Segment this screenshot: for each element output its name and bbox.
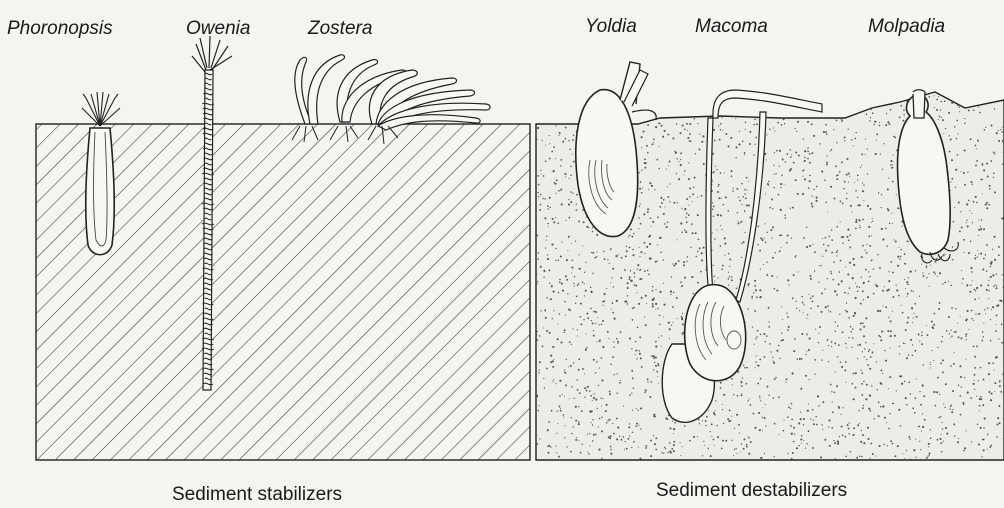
sediment-destabilizers-caption: Sediment destabilizers bbox=[656, 480, 847, 502]
phoronopsis-label: Phoronopsis bbox=[7, 18, 113, 40]
yoldia-label: Yoldia bbox=[585, 16, 637, 38]
macoma-label: Macoma bbox=[695, 16, 768, 38]
owenia-label: Owenia bbox=[186, 18, 250, 40]
sediment-stabilizers-caption: Sediment stabilizers bbox=[172, 484, 342, 506]
zostera-label: Zostera bbox=[308, 18, 372, 40]
molpadia-label: Molpadia bbox=[868, 16, 945, 38]
